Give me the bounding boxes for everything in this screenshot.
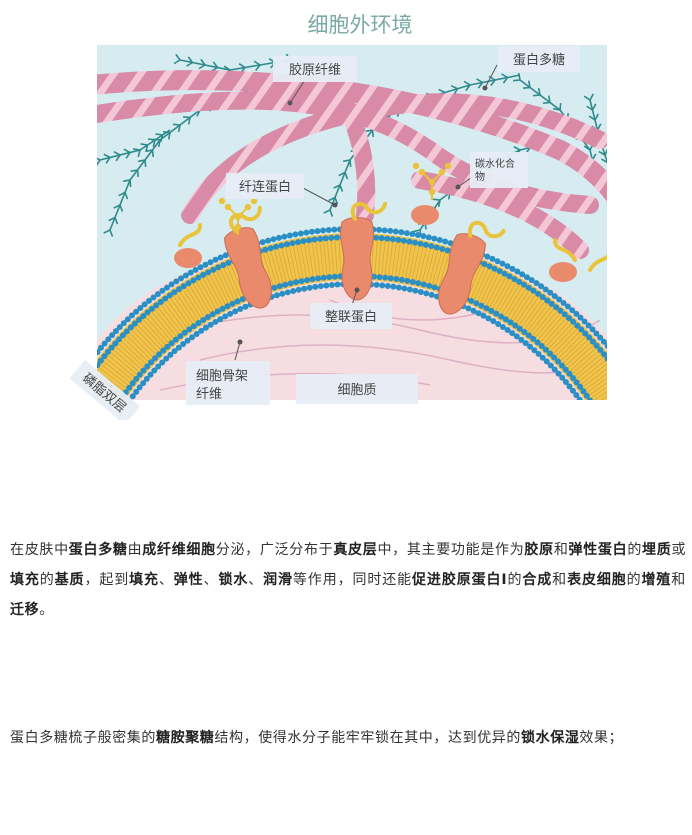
fibronectin-strand: [588, 253, 607, 272]
carbohydrate-chain: [218, 197, 258, 235]
bold-term: 润滑: [263, 572, 293, 588]
text-run: 的: [626, 572, 642, 588]
bold-term: 填充: [129, 572, 159, 588]
text-run: 的: [507, 572, 523, 588]
label-collagen: 胶原纤维: [289, 62, 341, 78]
integrin-protein: [340, 202, 387, 301]
text-run: 和: [552, 572, 568, 588]
integrin-protein: [223, 205, 272, 309]
text-run: 、: [158, 572, 174, 588]
bold-term: 锁水保湿: [521, 730, 580, 746]
bold-term: 迁移: [10, 602, 40, 618]
label-carbohydrate-line2: 物: [475, 170, 485, 183]
figure-title: 细胞外环境: [308, 13, 413, 37]
text-run: 分泌，广泛分布于: [215, 542, 334, 558]
fibronectin-strand: [178, 223, 202, 247]
text-run: 的: [39, 572, 55, 588]
text-run: 在皮肤中: [10, 542, 69, 558]
integrin-protein: [438, 220, 506, 315]
text-run: 或: [671, 542, 687, 558]
fibronectin-strand: [553, 238, 577, 262]
carbohydrate-chain: [412, 162, 452, 200]
integrin-proteins: [174, 162, 607, 315]
label-box-cytoskeleton: [186, 361, 270, 405]
peripheral-protein: [174, 248, 202, 268]
bold-term: 弹性: [173, 572, 204, 588]
paragraph-proteoglycan-function: 在皮肤中蛋白多糖由成纤维细胞分泌，广泛分布于真皮层中，其主要功能是作为胶原和弹性…: [10, 535, 686, 625]
text-run: 中，其主要功能是作为: [377, 542, 525, 558]
peripheral-protein: [549, 262, 577, 282]
fern-strand: [97, 129, 171, 166]
bold-term: 胶原: [524, 542, 554, 558]
illustration: [97, 45, 607, 400]
label-box-proteoglycan: [498, 46, 580, 72]
label-integrin: 整联蛋白: [325, 309, 377, 325]
text-run: 和: [671, 572, 686, 588]
text-run: 等作用，同时还能: [292, 572, 413, 588]
label-proteoglycan: 蛋白多糖: [513, 52, 565, 68]
label-box-fibronectin: [226, 173, 304, 199]
extracellular-matrix-diagram: 细胞外环境: [69, 13, 607, 420]
text-run: 。: [39, 602, 54, 618]
bold-term: 基质: [54, 572, 85, 588]
label-cytoskeleton-line2: 纤维: [196, 387, 222, 402]
label-box-collagen: [273, 56, 357, 82]
lipid-tails: [97, 233, 607, 400]
label-carbohydrate-line1: 碳水化合: [475, 157, 515, 170]
bold-term: 弹性蛋白: [568, 542, 628, 558]
label-cytoplasm: 细胞质: [337, 383, 376, 398]
bold-term: 促进胶原蛋白I: [412, 572, 508, 588]
collagen-fibers: [97, 70, 607, 259]
bold-term: 合成: [522, 572, 553, 588]
text-run: ，起到: [84, 572, 130, 588]
bold-term: 表皮细胞: [567, 572, 627, 588]
text-run: 效果；: [579, 730, 624, 746]
label-box-integrin: [310, 303, 392, 329]
bold-term: 埋质: [642, 542, 672, 558]
text-run: 和: [553, 542, 569, 558]
bold-term: 真皮层: [333, 542, 378, 558]
callout-lines: [234, 64, 498, 361]
bold-term: 增殖: [641, 572, 672, 588]
bold-term: 蛋白多糖: [68, 542, 128, 558]
text-run: 蛋白多糖梳子般密集的: [10, 730, 156, 746]
bold-term: 锁水: [218, 572, 249, 588]
peripheral-protein: [411, 205, 439, 225]
text-run: 、: [248, 572, 264, 588]
label-box-phospholipid: [69, 360, 141, 420]
label-cytoskeleton-line1: 细胞骨架: [196, 369, 248, 384]
bold-term: 糖胺聚糖: [156, 730, 215, 746]
label-box-carbohydrate: [470, 152, 528, 188]
bold-term: 成纤维细胞: [142, 542, 216, 558]
label-box-cytoplasm: [296, 374, 418, 404]
text-run: 结构，使得水分子能牢牢锁在其中，达到优异的: [214, 730, 522, 746]
text-run: 、: [203, 572, 219, 588]
label-fibronectin: 纤连蛋白: [239, 179, 291, 195]
paragraph-water-retention: 蛋白多糖梳子般密集的糖胺聚糖结构，使得水分子能牢牢锁在其中，达到优异的锁水保湿效…: [10, 723, 686, 753]
text-run: 的: [627, 542, 643, 558]
text-run: 由: [127, 542, 143, 558]
bold-term: 填充: [10, 572, 40, 588]
